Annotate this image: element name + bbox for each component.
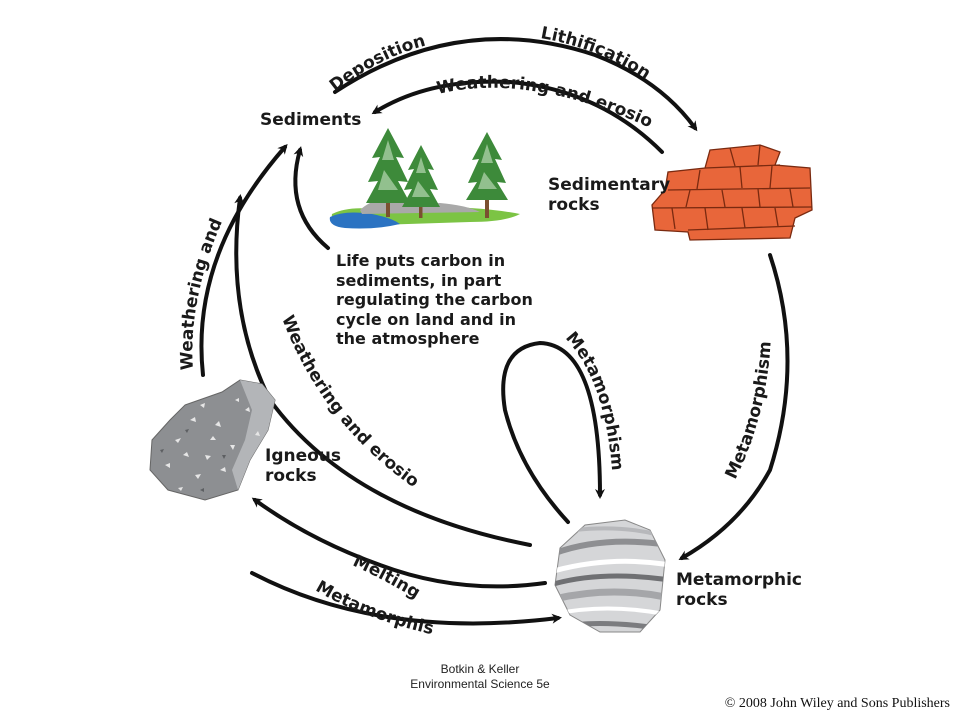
metamorphic-rocks-label: Metamorphic rocks	[676, 570, 802, 610]
sedimentary-rocks-label: Sedimentary rocks	[548, 175, 670, 215]
arrow-lithification	[333, 37, 698, 132]
arrow-life-to-sediments	[293, 146, 330, 250]
label-lithification: Lithification	[539, 23, 654, 84]
life-carbon-note: Life puts carbon in sediments, in part r…	[336, 251, 533, 349]
landscape-illustration	[329, 128, 520, 229]
cycle-arrows	[199, 37, 790, 626]
source-credit: Botkin & Keller Environmental Science 5e	[380, 662, 580, 692]
arrow-metamorphism-bottom	[250, 571, 562, 626]
label-deposition: Deposition	[326, 31, 428, 96]
metamorphic-rocks-label-line: Metamorphic	[676, 570, 802, 590]
arrow-weathering-erosion-middle	[234, 194, 532, 547]
arrow-melting	[251, 497, 547, 589]
arrow-weathering-erosion-top	[371, 79, 664, 154]
life-note-line: regulating the carbon	[336, 290, 533, 309]
sedimentary-rocks-label-line: rocks	[548, 195, 600, 215]
igneous-rocks-label-line: rocks	[265, 466, 317, 486]
label-metamorphism-loop: Metamorphism	[561, 328, 627, 471]
life-note-line: Life puts carbon in	[336, 251, 506, 270]
igneous-rocks-label: Igneous rocks	[265, 446, 341, 486]
label-metamorphism-right: Metamorphism	[722, 341, 776, 483]
tree-icon	[366, 128, 410, 217]
tree-icon	[466, 132, 508, 218]
sediments-label: Sediments	[260, 110, 362, 130]
credit-line: Botkin & Keller	[440, 662, 520, 676]
metamorphic-rocks-label-line: rocks	[676, 590, 728, 610]
copyright-notice: © 2008 John Wiley and Sons Publishers	[724, 696, 950, 711]
igneous-rocks-label-line: Igneous	[265, 446, 342, 466]
life-note-line: the atmosphere	[336, 329, 480, 348]
credit-line: Environmental Science 5e	[410, 677, 550, 691]
arrow-metamorphism-right	[678, 253, 790, 560]
arrow-metamorphism-loop	[501, 340, 605, 524]
igneous-rock-icon	[149, 379, 276, 501]
tree-icon	[402, 145, 440, 218]
metamorphic-rock-icon	[554, 519, 666, 633]
sedimentary-rock-icon	[651, 144, 813, 241]
sedimentary-rocks-label-line: Sedimentary	[548, 175, 671, 195]
life-note-line: cycle on land and in	[336, 309, 517, 329]
arrow-weathering-left	[199, 143, 288, 377]
life-note-line: sediments, in part	[336, 270, 502, 290]
